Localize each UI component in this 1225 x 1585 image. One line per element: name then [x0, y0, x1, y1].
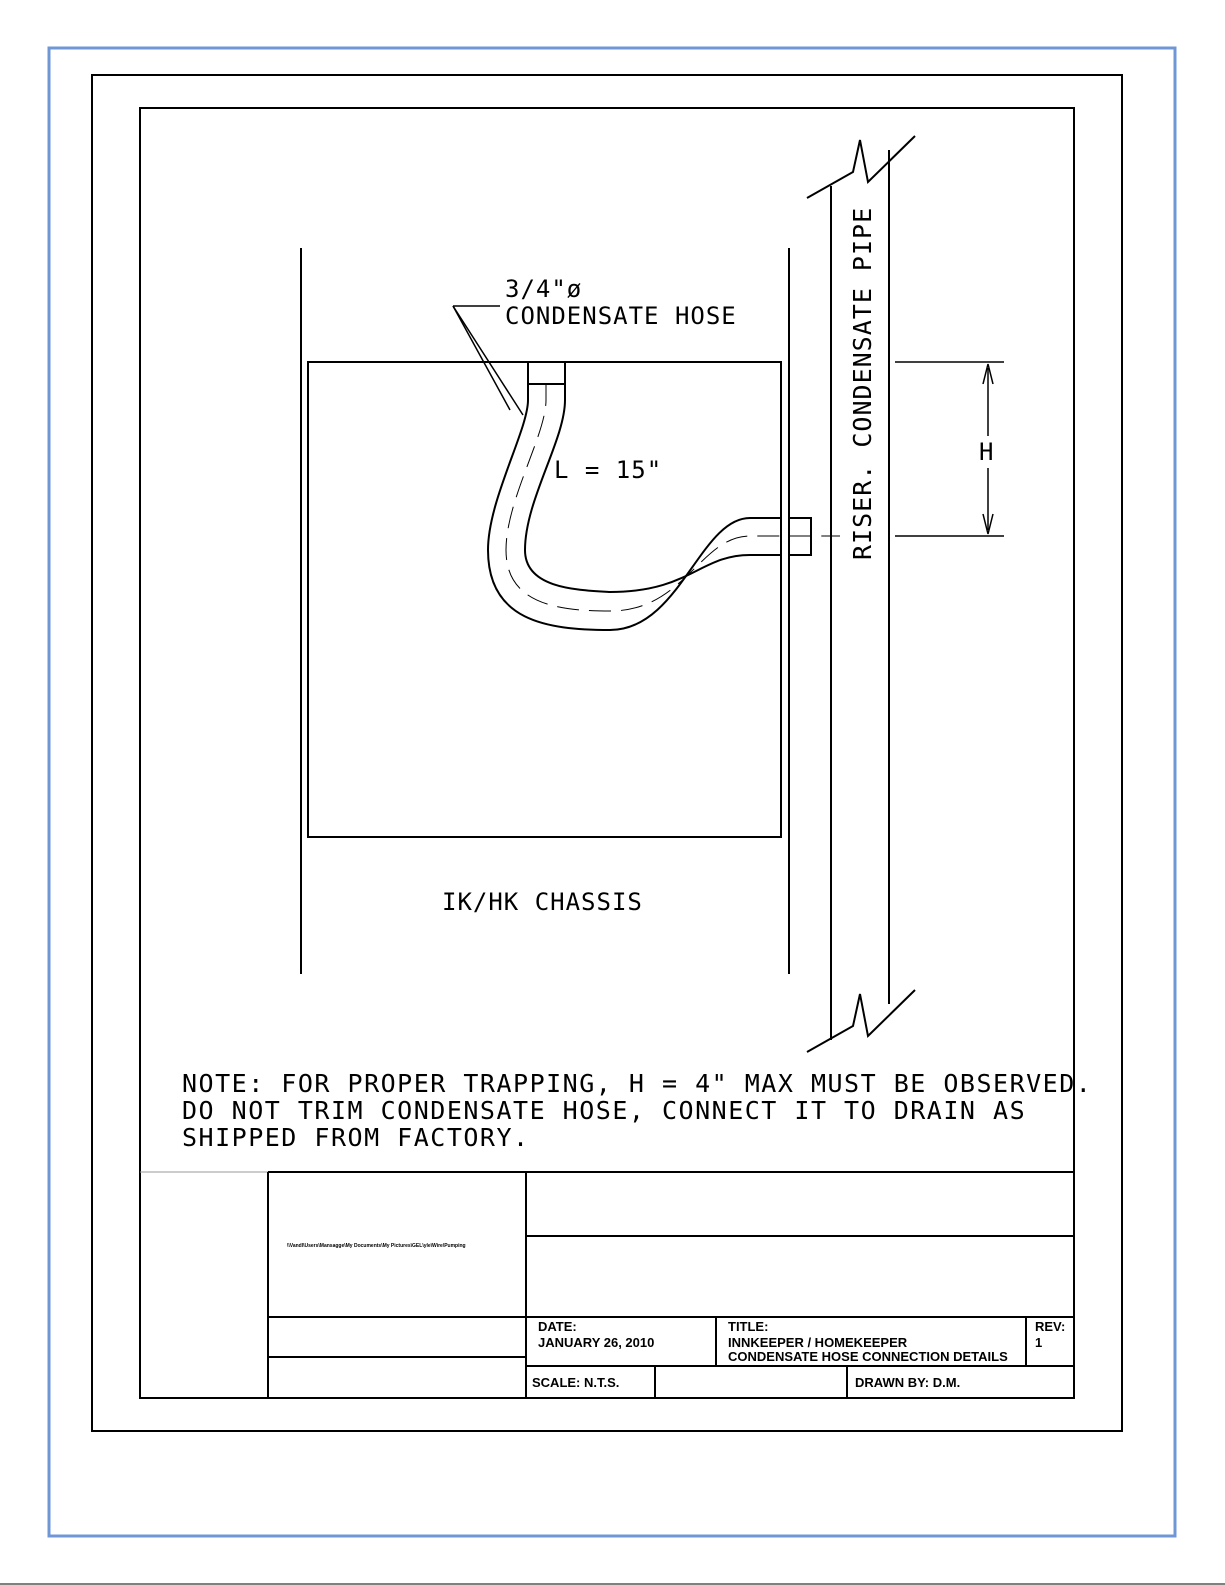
- drawing-border: [139, 107, 1075, 1399]
- chassis-box: [307, 361, 782, 838]
- height-dimension: [895, 361, 1004, 537]
- height-label: H: [979, 438, 994, 466]
- hose-leader: [452, 305, 524, 416]
- file-path-text: \\Vandl\Users\Mansagge\My Documents\My P…: [287, 1243, 466, 1249]
- title-line-1: INNKEEPER / HOMEKEEPER: [728, 1335, 908, 1350]
- title-label: TITLE:: [728, 1319, 768, 1334]
- date-label: DATE:: [538, 1319, 577, 1334]
- rev-value: 1: [1035, 1335, 1042, 1350]
- title-line-2: CONDENSATE HOSE CONNECTION DETAILS: [728, 1349, 1008, 1364]
- hose-name-label: CONDENSATE HOSE: [505, 302, 737, 330]
- note-line-2: DO NOT TRIM CONDENSATE HOSE, CONNECT IT …: [182, 1096, 1026, 1125]
- condensate-hose: [486, 384, 840, 632]
- outer-border: [47, 46, 1177, 1538]
- scale-label: SCALE: N.T.S.: [532, 1375, 619, 1390]
- hose-length-label: L = 15": [554, 456, 662, 484]
- drawn-by-label: DRAWN BY: D.M.: [855, 1375, 960, 1390]
- hose-size-label: 3/4"ø: [505, 275, 582, 303]
- top-fitting: [527, 361, 566, 385]
- chassis-label: IK/HK CHASSIS: [442, 888, 643, 916]
- riser-pipe-label: RISER. CONDENSATE PIPE: [848, 207, 877, 560]
- sheet-frame: [91, 74, 1123, 1432]
- date-value: JANUARY 26, 2010: [538, 1335, 654, 1350]
- riser-pipe: [806, 135, 916, 1053]
- note-line-3: SHIPPED FROM FACTORY.: [182, 1123, 530, 1152]
- rev-label: REV:: [1035, 1319, 1065, 1334]
- title-block: [140, 1171, 1074, 1398]
- note-line-1: NOTE: FOR PROPER TRAPPING, H = 4" MAX MU…: [182, 1069, 1092, 1098]
